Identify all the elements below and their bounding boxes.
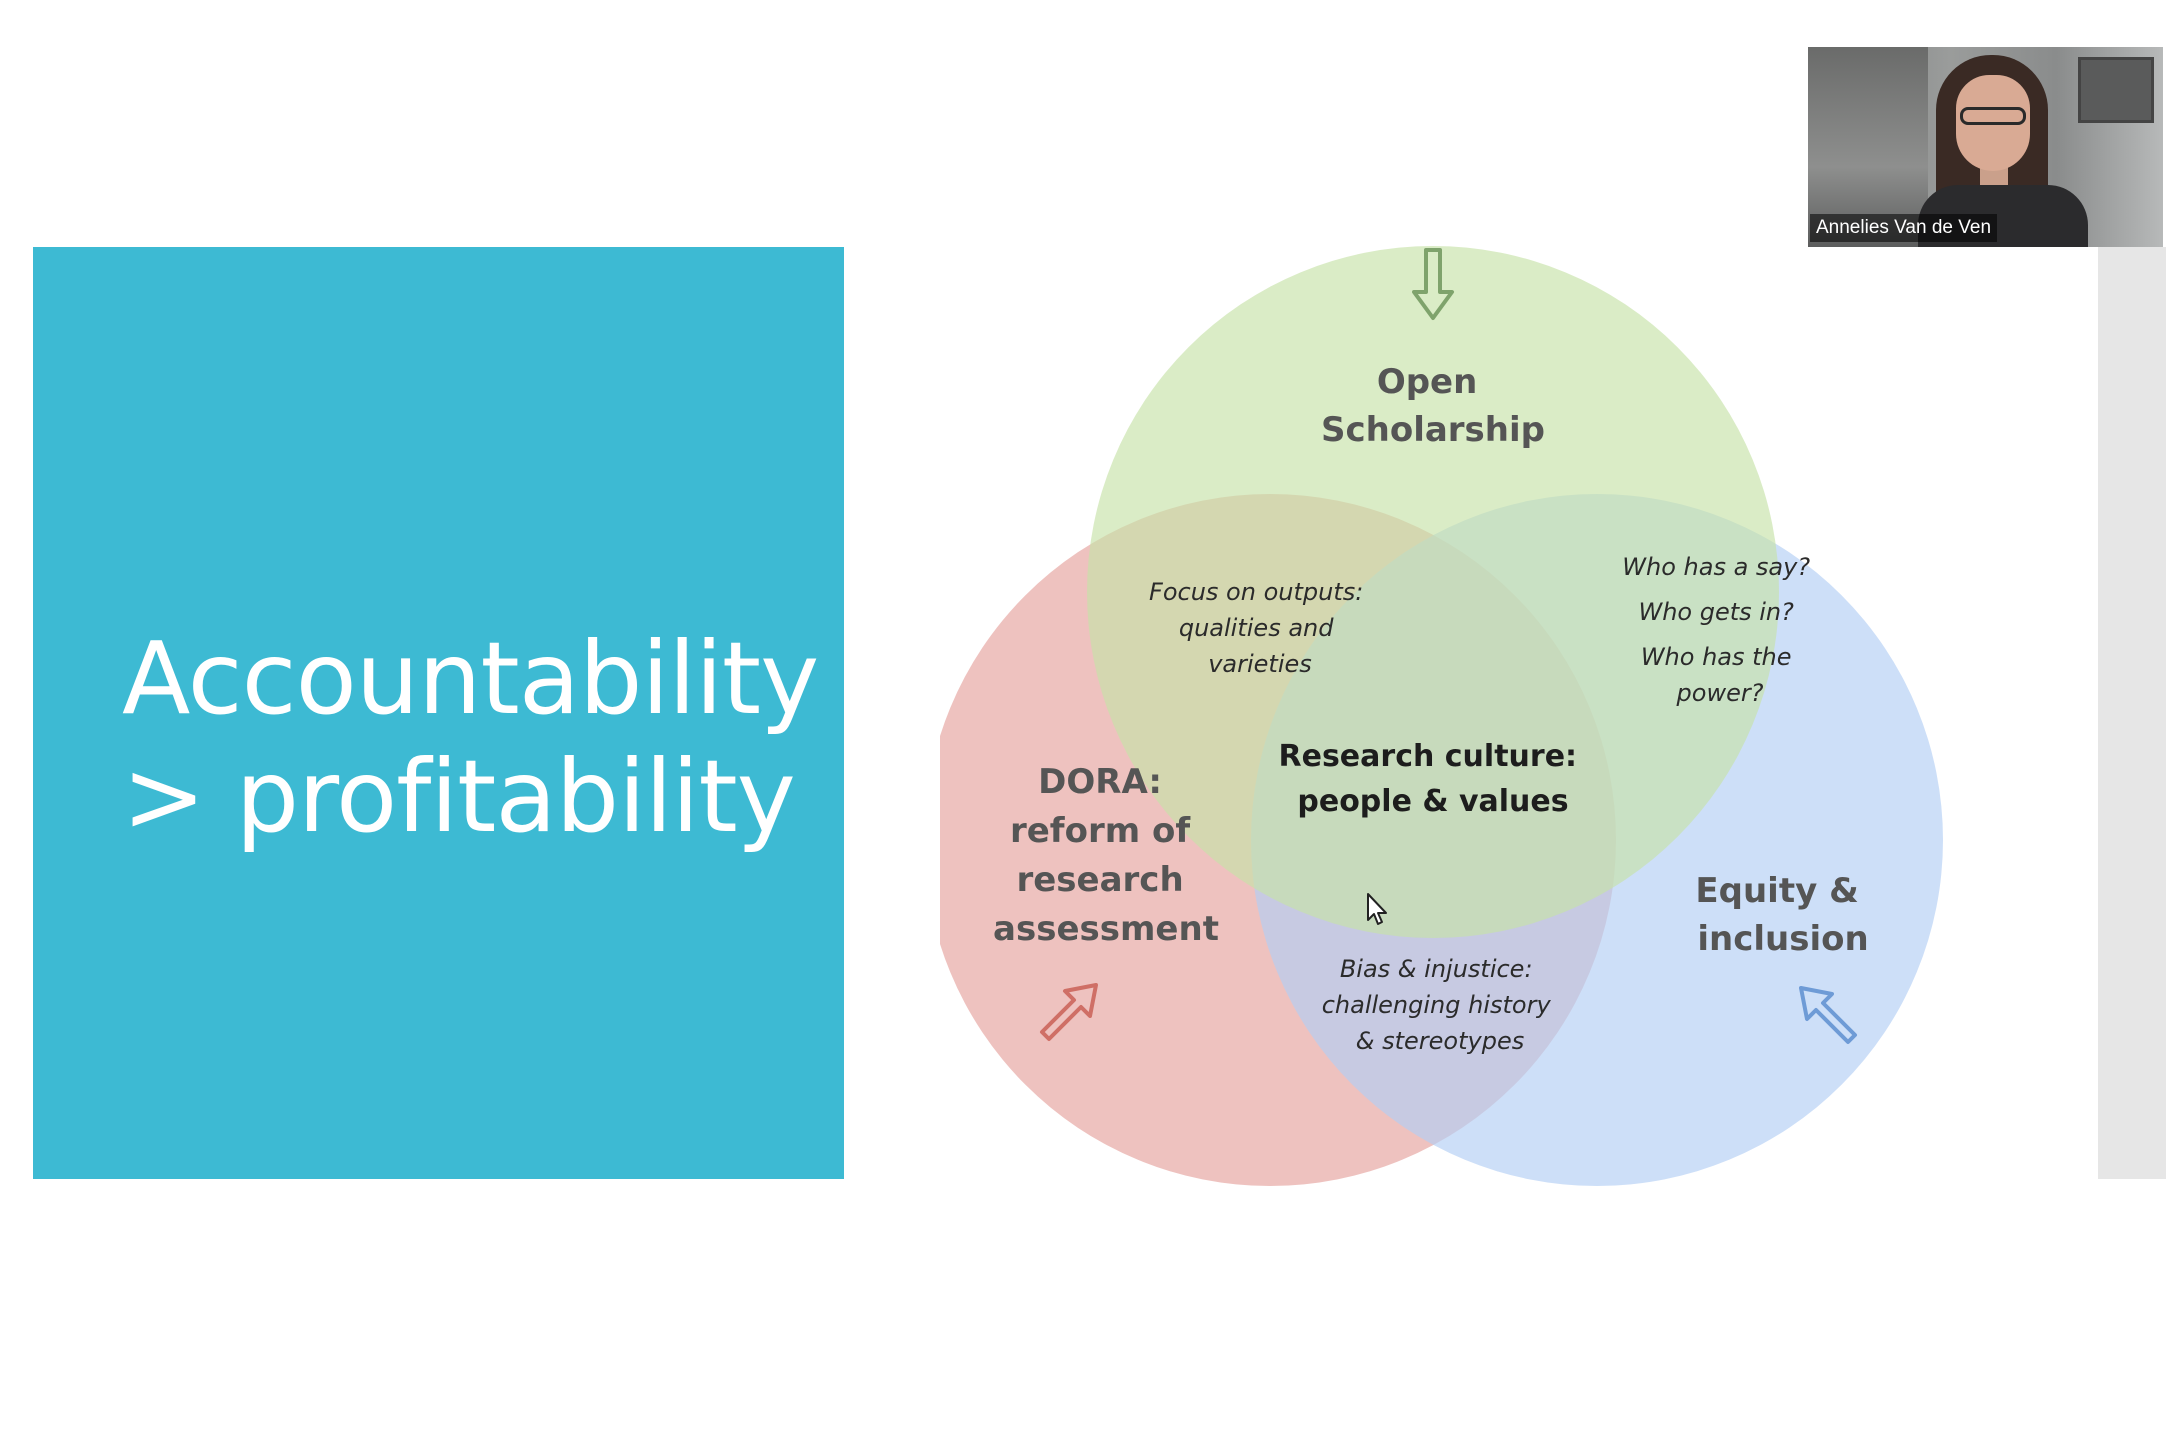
venn-label-dora: DORA: reform of research assessment	[993, 762, 1219, 949]
arrow-up-left-icon	[1799, 986, 1857, 1044]
participant-video-tile[interactable]: Annelies Van de Ven	[1808, 47, 2163, 247]
venn-label-open-scholarship: Open Scholarship	[1321, 362, 1545, 450]
arrow-up-right-icon	[1040, 983, 1098, 1041]
venn-circle-open-scholarship	[1087, 246, 1779, 938]
video-background	[1808, 47, 1928, 247]
venn-overlap-power: Who has a say? Who gets in? Who has the …	[1622, 553, 1817, 707]
mouse-cursor-icon	[1367, 893, 1387, 925]
venn-overlap-bias: Bias & injustice: challenging history & …	[1322, 955, 1559, 1055]
venn-overlap-outputs: Focus on outputs: qualities and varietie…	[1149, 578, 1371, 678]
venn-center-label: Research culture: people & values	[1279, 739, 1588, 819]
slide-title-line-1: Accountability	[122, 620, 819, 737]
venn-diagram: Open Scholarship DORA: reform of researc…	[940, 246, 1943, 1186]
participant-glasses	[1960, 107, 2026, 125]
video-background-frame	[2078, 57, 2154, 123]
arrow-down-icon	[1412, 248, 1454, 320]
venn-label-equity: Equity & inclusion	[1695, 871, 1870, 959]
participant-name-label: Annelies Van de Ven	[1810, 214, 1998, 242]
slide-title: Accountability > profitability	[122, 620, 819, 856]
slide-title-line-2: > profitability	[122, 738, 796, 855]
slide-title-panel	[33, 247, 844, 1179]
slide-edge-strip	[2098, 247, 2166, 1179]
